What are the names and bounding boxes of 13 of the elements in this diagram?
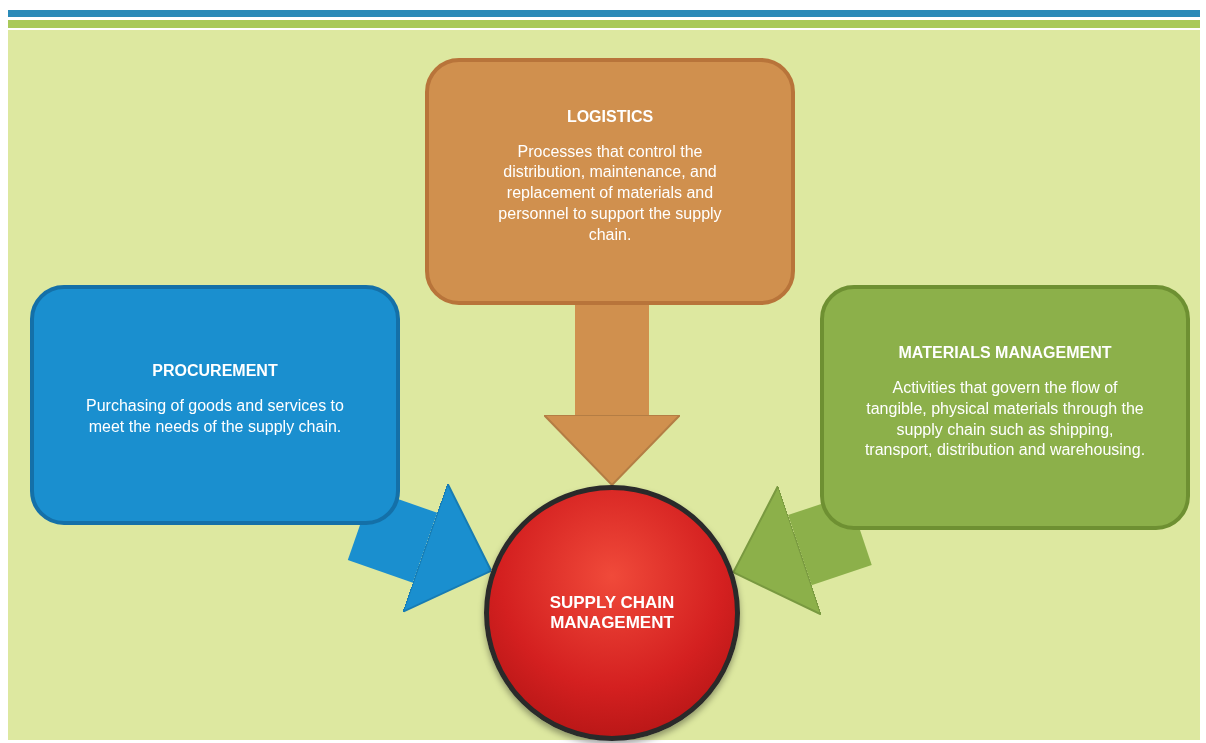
heading: PROCUREMENT — [152, 362, 278, 381]
description: Purchasing of goods and services to meet the needs of the supply chain. — [85, 396, 345, 437]
heading: LOGISTICS — [566, 107, 654, 126]
callout-box — [30, 285, 400, 525]
callout-box — [425, 58, 795, 305]
description: Processes that control the distribution, maintenance, and replacement of materials and personnel to support the supply chain. — [497, 141, 723, 245]
heading: MATERIALS MANAGEMENT — [898, 343, 1112, 362]
block-arrow — [543, 305, 681, 486]
callout-box — [820, 285, 1190, 530]
description: Activities that govern the flow of tangible, physical materials through the supply chain such as shipping, transport, distribution and warehousing. — [864, 377, 1146, 461]
block-arrow — [347, 482, 493, 613]
block-arrow — [732, 484, 872, 616]
heading: SUPPLY CHAIN MANAGEMENT — [548, 593, 676, 633]
